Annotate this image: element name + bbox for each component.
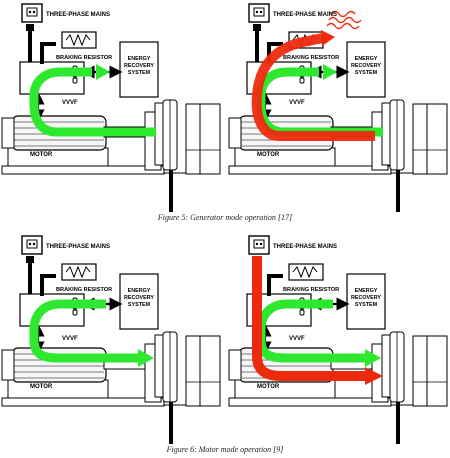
green-arrowhead	[323, 64, 337, 80]
braking-resistor-label: BRAKING RESISTOR	[283, 55, 339, 61]
energy-recovery-label-3: SYSTEM	[355, 302, 378, 308]
motor-label: MOTOR	[257, 152, 280, 158]
motor-label: MOTOR	[257, 384, 280, 390]
braking-resistor-label: BRAKING RESISTOR	[56, 55, 112, 61]
mains-label: THREE-PHASE MAINS	[46, 12, 110, 18]
motor-label: MOTOR	[30, 152, 53, 158]
motor-label: MOTOR	[30, 384, 53, 390]
braking-resistor-label: BRAKING RESISTOR	[283, 287, 339, 293]
heat-wave-icon	[330, 10, 356, 18]
energy-recovery-label-1: ENERGY	[128, 288, 151, 294]
green-arrowhead	[96, 64, 110, 80]
green-flow-arrow	[29, 299, 140, 363]
red-flow-arrow	[252, 256, 367, 381]
energy-recovery-label-3: SYSTEM	[128, 70, 151, 76]
mains-label: THREE-PHASE MAINS	[273, 12, 337, 18]
vvvf-label: VVVF	[289, 100, 305, 106]
panel-motor-1: THREE-PHASE MAINS BRAKING RESISTOR ENERG…	[2, 236, 220, 444]
energy-recovery-label-1: ENERGY	[355, 56, 378, 62]
green-flow-arrow	[29, 67, 156, 137]
braking-resistor-label: BRAKING RESISTOR	[56, 287, 112, 293]
energy-recovery-label-2: RECOVERY	[351, 63, 381, 69]
heat-wave-icon	[328, 16, 362, 24]
energy-recovery-label-3: SYSTEM	[128, 302, 151, 308]
panel-generator-1: THREE-PHASE MAINS BRAKING RESISTOR ENERG…	[2, 4, 220, 212]
red-flow-arrow	[251, 33, 375, 141]
panel-generator-2: THREE-PHASE MAINS BRAKING RESISTOR ENERG…	[229, 4, 447, 212]
vvvf-label: VVVF	[289, 336, 305, 342]
mains-label: THREE-PHASE MAINS	[273, 244, 337, 250]
mains-label: THREE-PHASE MAINS	[46, 244, 110, 250]
green-arrowhead	[365, 349, 381, 367]
vvvf-label: VVVF	[62, 100, 78, 106]
heat-wave-icon	[326, 22, 360, 30]
red-arrowhead	[321, 30, 335, 46]
energy-recovery-label-2: RECOVERY	[351, 295, 381, 301]
panel-motor-2: THREE-PHASE MAINS BRAKING RESISTOR ENERG…	[229, 236, 447, 444]
green-arrowhead	[138, 349, 154, 367]
energy-recovery-label-1: ENERGY	[128, 56, 151, 62]
figure-5-caption: Figure 5: Generator mode operation [17]	[157, 213, 292, 222]
energy-recovery-label-2: RECOVERY	[124, 63, 154, 69]
figure-6-caption: Figure 6: Motor mode operation [9]	[166, 445, 284, 454]
energy-recovery-label-3: SYSTEM	[355, 70, 378, 76]
red-arrowhead	[365, 367, 383, 385]
vvvf-label: VVVF	[62, 336, 78, 342]
energy-recovery-label-2: RECOVERY	[124, 295, 154, 301]
energy-recovery-label-1: ENERGY	[355, 288, 378, 294]
